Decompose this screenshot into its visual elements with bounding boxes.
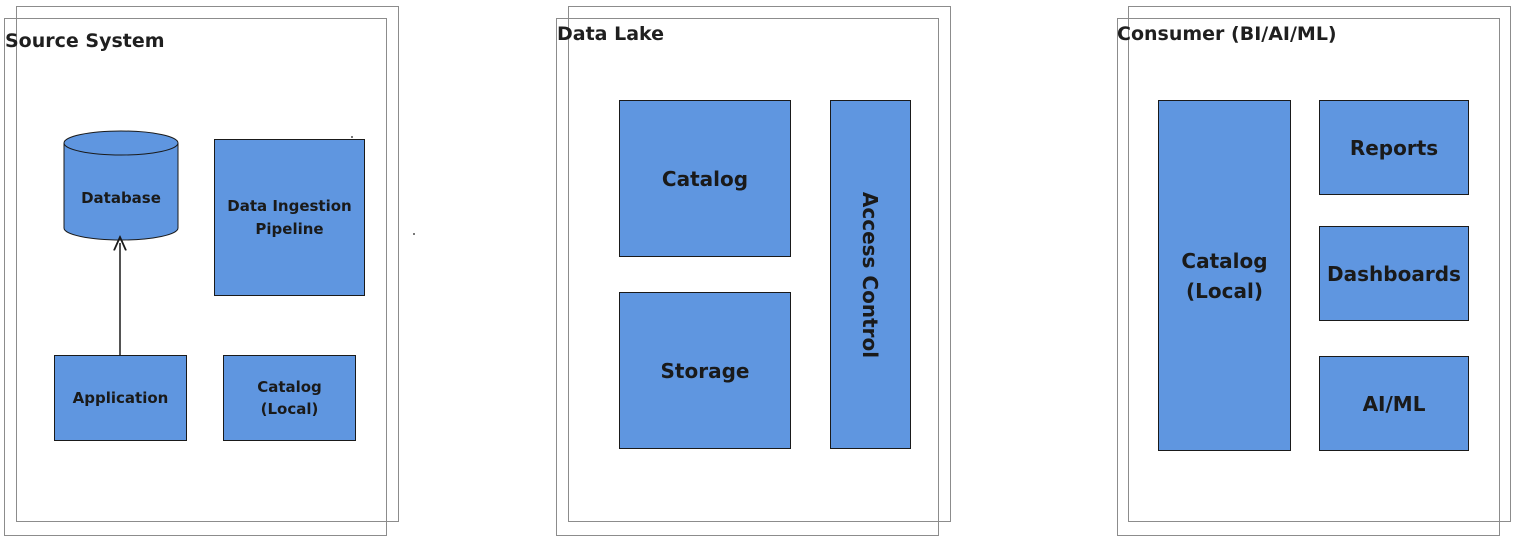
consumer-catalog-local-box[interactable]: Catalog (Local)	[1158, 100, 1291, 451]
consumer-frame-back	[1128, 6, 1511, 522]
database-cylinder[interactable]	[63, 130, 179, 241]
dashboards-label: Dashboards	[1327, 261, 1461, 286]
data-lake-catalog-label: Catalog	[661, 166, 749, 191]
access-control-box[interactable]: Access Control	[830, 100, 911, 449]
consumer-frame	[1117, 18, 1500, 536]
storage-label: Storage	[660, 358, 750, 383]
data-lake-title: Data Lake	[557, 23, 665, 45]
reports-label: Reports	[1349, 135, 1439, 160]
consumer-catalog-local-label: Catalog (Local)	[1181, 248, 1268, 303]
consumer-title: Consumer (BI/AI/ML)	[1117, 23, 1337, 45]
stray-dot	[351, 136, 353, 138]
dashboards-box[interactable]: Dashboards	[1319, 226, 1469, 321]
stray-dot	[413, 233, 415, 235]
data-lake-frame-back	[568, 6, 951, 522]
data-lake-frame	[556, 18, 939, 536]
aiml-label: AI/ML	[1362, 391, 1426, 416]
source-system-frame-back	[16, 6, 399, 522]
application-label: Application	[72, 388, 169, 407]
source-catalog-local-label: Catalog (Local)	[257, 377, 322, 419]
application-box[interactable]: Application	[54, 355, 187, 441]
data-lake-catalog-box[interactable]: Catalog	[619, 100, 791, 257]
data-ingestion-pipeline-label: Data Ingestion Pipeline	[227, 197, 352, 238]
source-system-title: Source System	[5, 30, 165, 52]
access-control-label: Access Control	[858, 191, 883, 358]
database-label: Database	[81, 189, 161, 207]
reports-box[interactable]: Reports	[1319, 100, 1469, 195]
storage-box[interactable]: Storage	[619, 292, 791, 449]
source-system-frame	[4, 18, 387, 536]
source-catalog-local-box[interactable]: Catalog (Local)	[223, 355, 356, 441]
aiml-box[interactable]: AI/ML	[1319, 356, 1469, 451]
data-ingestion-pipeline-box[interactable]: Data Ingestion Pipeline	[214, 139, 365, 296]
